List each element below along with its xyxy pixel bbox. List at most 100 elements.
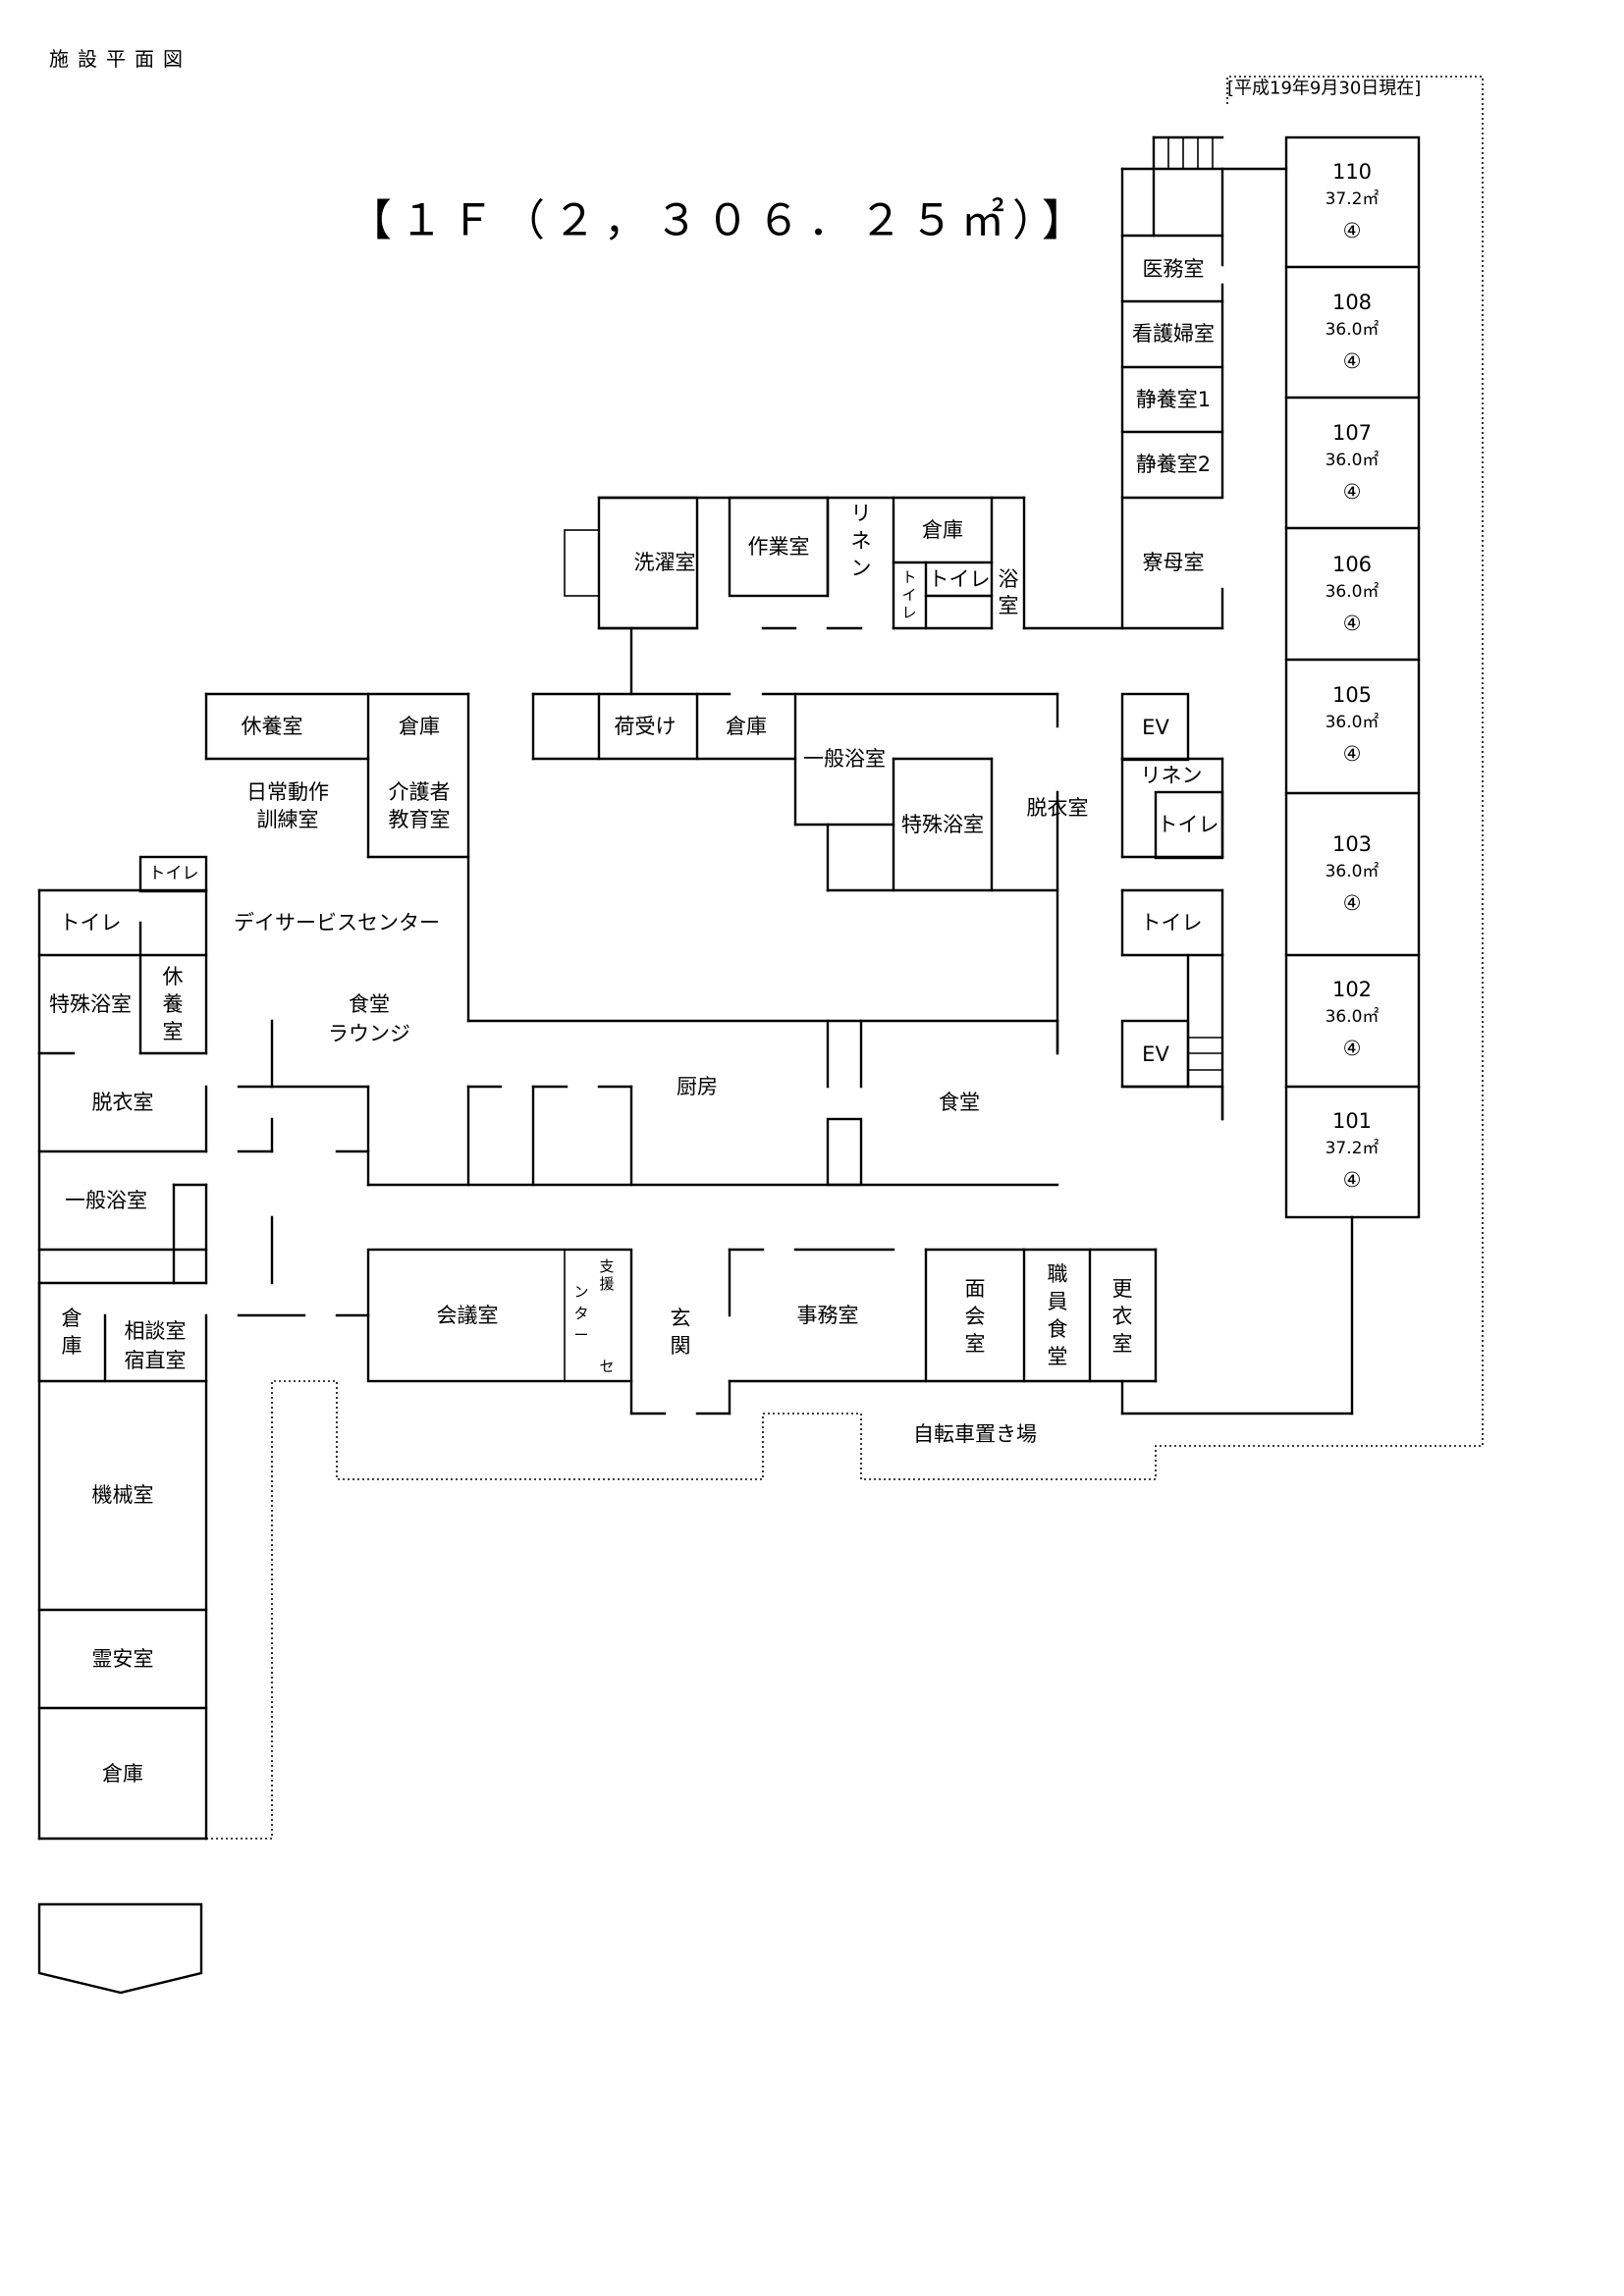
svg-text:103: 103 bbox=[1332, 832, 1372, 856]
svg-text:④: ④ bbox=[1343, 612, 1362, 635]
toilet-top: トイレ bbox=[929, 567, 991, 591]
visiting-room: 面 会 室 bbox=[965, 1277, 986, 1356]
svg-text:④: ④ bbox=[1343, 1037, 1362, 1060]
svg-text:102: 102 bbox=[1332, 978, 1372, 1001]
svg-text:36.0㎡: 36.0㎡ bbox=[1326, 451, 1380, 470]
dining-lounge-1: 食堂 bbox=[349, 992, 390, 1016]
svg-text:101: 101 bbox=[1332, 1109, 1372, 1133]
svg-text:④: ④ bbox=[1343, 742, 1362, 766]
kitchen-dining bbox=[237, 1019, 1224, 1187]
svg-text:105: 105 bbox=[1332, 683, 1372, 707]
storage-ds: 倉庫 bbox=[399, 715, 440, 738]
svg-text:レ: レ bbox=[901, 604, 916, 621]
middle-service-block bbox=[531, 692, 1059, 1055]
svg-text:倉: 倉 bbox=[62, 1307, 82, 1330]
special-bath-w: 特殊浴室 bbox=[49, 992, 132, 1016]
svg-text:④: ④ bbox=[1343, 219, 1362, 242]
machine-room: 機械室 bbox=[92, 1483, 154, 1507]
toilet-w2: トイレ bbox=[60, 911, 122, 934]
room-108: 108 36.0㎡ ④ bbox=[1326, 291, 1380, 373]
room-102: 102 36.0㎡ ④ bbox=[1326, 978, 1380, 1060]
svg-text:職: 職 bbox=[1048, 1262, 1068, 1286]
bicycle-parking: 自転車置き場 bbox=[913, 1422, 1037, 1446]
svg-text:会: 会 bbox=[965, 1305, 986, 1328]
svg-text:36.0㎡: 36.0㎡ bbox=[1326, 862, 1380, 881]
ev-column bbox=[1120, 692, 1224, 1121]
svg-text:ン: ン bbox=[851, 557, 872, 580]
office: 事務室 bbox=[797, 1304, 859, 1327]
svg-text:室: 室 bbox=[163, 1020, 184, 1043]
night-duty-room: 宿直室 bbox=[125, 1349, 187, 1372]
storage-bottom: 倉庫 bbox=[102, 1762, 143, 1786]
changing-room: 脱衣室 bbox=[1027, 796, 1089, 820]
room-105: 105 36.0㎡ ④ bbox=[1326, 683, 1380, 766]
svg-text:リ: リ bbox=[851, 502, 872, 525]
svg-text:養: 養 bbox=[163, 992, 184, 1016]
rest-room-ds: 休養室 bbox=[242, 715, 303, 738]
svg-text:支: 支 bbox=[599, 1257, 614, 1275]
south-block bbox=[366, 1215, 1354, 1415]
svg-text:④: ④ bbox=[1343, 891, 1362, 915]
bath-top: 浴 室 bbox=[999, 567, 1019, 617]
rest-room-w: 休 養 室 bbox=[163, 965, 184, 1043]
svg-text:ネ: ネ bbox=[851, 529, 872, 553]
toilet-small: ト イ レ bbox=[901, 568, 916, 621]
general-bath: 一般浴室 bbox=[803, 747, 886, 771]
morgue: 霊安室 bbox=[92, 1647, 154, 1671]
staff-dining: 職 員 食 堂 bbox=[1048, 1262, 1068, 1368]
east-service-column bbox=[1120, 135, 1288, 630]
rest-room-2: 静養室2 bbox=[1136, 453, 1211, 476]
svg-text:36.0㎡: 36.0㎡ bbox=[1326, 320, 1380, 340]
svg-text:援: 援 bbox=[599, 1275, 614, 1293]
svg-text:休: 休 bbox=[163, 965, 184, 988]
svg-text:④: ④ bbox=[1343, 349, 1362, 373]
receiving-room: 荷受け bbox=[615, 715, 677, 738]
medical-room: 医務室 bbox=[1143, 257, 1205, 281]
caregiver-edu-1: 介護者 bbox=[389, 780, 451, 804]
svg-text:37.2㎡: 37.2㎡ bbox=[1326, 1139, 1380, 1158]
special-bath: 特殊浴室 bbox=[901, 813, 984, 836]
north-block bbox=[564, 496, 1124, 696]
svg-text:108: 108 bbox=[1332, 291, 1372, 314]
direction-marker bbox=[37, 1902, 203, 1995]
date-note: [平成19年9月30日現在] bbox=[1227, 79, 1421, 99]
svg-text:室: 室 bbox=[965, 1332, 986, 1356]
day-service-block bbox=[37, 692, 1059, 1055]
svg-text:員: 員 bbox=[1048, 1290, 1068, 1313]
general-bath-w: 一般浴室 bbox=[65, 1189, 147, 1212]
svg-text:タ: タ bbox=[573, 1305, 588, 1322]
rest-room-1: 静養室1 bbox=[1136, 388, 1211, 411]
kitchen: 厨房 bbox=[677, 1075, 718, 1098]
storage-top: 倉庫 bbox=[922, 518, 963, 542]
elevator-top: EV bbox=[1142, 716, 1169, 739]
toilet-lower: トイレ bbox=[1141, 911, 1203, 934]
changing-room-w: 脱衣室 bbox=[92, 1091, 154, 1114]
svg-text:107: 107 bbox=[1332, 421, 1372, 445]
elevator-bottom: EV bbox=[1142, 1042, 1169, 1066]
room-107: 107 36.0㎡ ④ bbox=[1326, 421, 1380, 504]
room-101: 101 37.2㎡ ④ bbox=[1326, 1109, 1380, 1192]
floor-title: 【１Ｆ（２，３０６．２５㎡）】 bbox=[349, 196, 1093, 246]
sheet-header: 施設平面図 bbox=[49, 47, 191, 71]
svg-text:浴: 浴 bbox=[999, 567, 1019, 591]
storage-w: 倉 庫 bbox=[62, 1307, 82, 1358]
svg-text:37.2㎡: 37.2㎡ bbox=[1326, 189, 1380, 209]
svg-text:36.0㎡: 36.0㎡ bbox=[1326, 1007, 1380, 1027]
svg-text:庫: 庫 bbox=[62, 1334, 82, 1358]
day-service-center: デイサービスセンター bbox=[234, 911, 440, 934]
toilet-mid: トイレ bbox=[1158, 813, 1219, 836]
meeting-room: 会議室 bbox=[437, 1304, 499, 1327]
svg-text:面: 面 bbox=[965, 1277, 986, 1301]
svg-text:110: 110 bbox=[1332, 160, 1372, 184]
svg-text:ト: ト bbox=[901, 568, 916, 586]
svg-text:ー: ー bbox=[573, 1326, 588, 1344]
linen-mid: リネン bbox=[1141, 764, 1203, 787]
consult-room: 相談室 bbox=[125, 1319, 187, 1343]
svg-text:106: 106 bbox=[1332, 553, 1372, 576]
svg-text:室: 室 bbox=[1112, 1332, 1133, 1356]
dining-room: 食堂 bbox=[939, 1091, 980, 1114]
svg-text:36.0㎡: 36.0㎡ bbox=[1326, 713, 1380, 732]
svg-text:食: 食 bbox=[1048, 1317, 1068, 1341]
toilet-w1: トイレ bbox=[149, 864, 199, 883]
